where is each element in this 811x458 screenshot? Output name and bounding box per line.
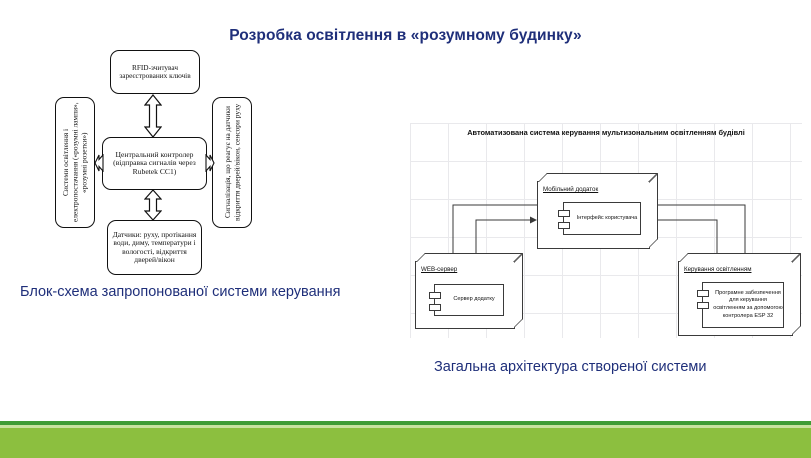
double-arrow-right-icon: [205, 154, 215, 172]
double-arrow-left-icon: [94, 154, 104, 172]
node-side-face: [792, 253, 801, 335]
node-lighting-control-label: Керування освітленням: [684, 266, 752, 273]
component-tab-icon: [429, 304, 441, 311]
block-central-controller-label: Центральний контролер (відправка сигналі…: [113, 149, 196, 176]
architecture-diagram-title: Автоматизована система керування мультиз…: [467, 128, 745, 137]
caption-architecture-diagram: Загальна архітектура створеної системи: [434, 359, 707, 375]
block-alarm-label: Сигналізація, що реагує на датчики відкр…: [222, 103, 241, 222]
component-esp32-software-label: Програмне забезпечення для керування осв…: [713, 289, 783, 319]
node-lighting-control: Керування освітленням Програмне забезпеч…: [678, 253, 801, 336]
footer-band-gap: [0, 425, 811, 428]
component-esp32-software: Програмне забезпечення для керування осв…: [697, 282, 784, 328]
block-lighting-power: Системи освітлення і електропостачання (…: [55, 97, 95, 228]
component-user-interface: Інтерфейс користувача: [558, 202, 641, 235]
component-tab-icon: [429, 292, 441, 299]
component-tab-icon: [697, 290, 709, 297]
page-title: Розробка освітлення в «розумному будинку…: [229, 27, 582, 44]
node-side-face: [649, 173, 658, 248]
footer-band-dark: [0, 421, 811, 425]
caption-block-diagram: Блок-схема запропонованої системи керува…: [20, 284, 341, 300]
block-central-controller: Центральний контролер (відправка сигналі…: [102, 137, 207, 190]
component-app-server: Сервер додатку: [429, 284, 504, 316]
block-alarm: Сигналізація, що реагує на датчики відкр…: [212, 97, 252, 228]
component-tab-icon: [558, 222, 570, 229]
component-app-server-label: Сервер додатку: [453, 296, 495, 303]
node-mobile-app: Мобільний додаток Інтерфейс користувача: [537, 173, 658, 249]
block-lighting-power-label: Системи освітлення і електропостачання (…: [61, 102, 89, 223]
node-top-face: [416, 253, 523, 262]
node-web-server: WEB-сервер Сервер додатку: [415, 253, 523, 329]
component-tab-icon: [697, 302, 709, 309]
node-top-face: [679, 253, 801, 262]
node-top-face: [538, 173, 658, 182]
component-tab-icon: [558, 210, 570, 217]
double-arrow-down-icon: [144, 189, 162, 221]
node-mobile-app-label: Мобільний додаток: [543, 186, 599, 193]
node-side-face: [514, 253, 523, 328]
architecture-diagram: Автоматизована система керування мультиз…: [410, 123, 802, 338]
block-rfid-reader-label: RFID-зчитувач зареєстрованих ключів: [119, 62, 191, 80]
footer-band-light: [0, 428, 811, 458]
block-diagram: RFID-зчитувач зареєстрованих ключів Цент…: [52, 50, 262, 275]
block-sensors-label: Датчики: руху, протікання води, диму, те…: [112, 229, 197, 264]
block-sensors: Датчики: руху, протікання води, диму, те…: [107, 220, 202, 275]
component-user-interface-label: Інтерфейс користувача: [576, 214, 638, 221]
double-arrow-up-icon: [144, 94, 162, 138]
block-rfid-reader: RFID-зчитувач зареєстрованих ключів: [110, 50, 200, 94]
node-web-server-label: WEB-сервер: [421, 266, 458, 273]
